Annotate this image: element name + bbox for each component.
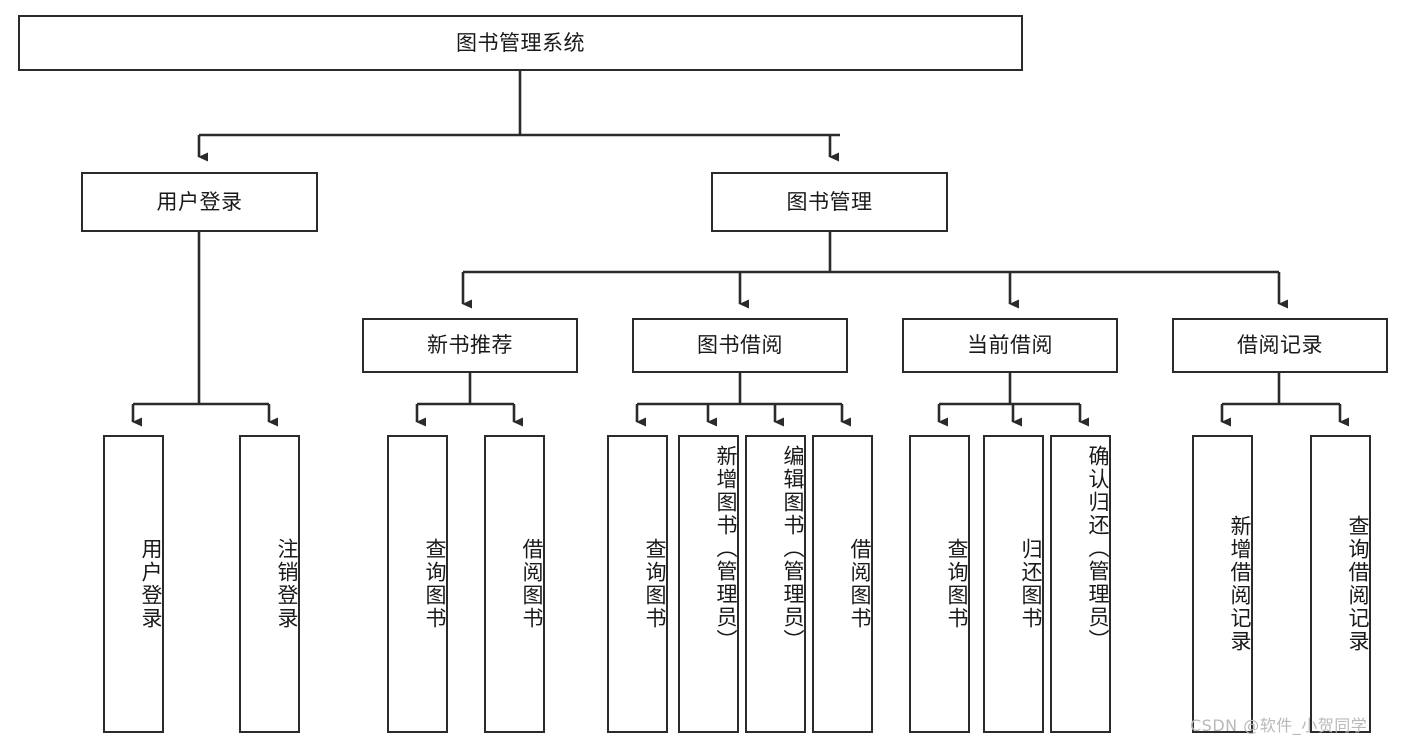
node-leaf-query-book-bb[interactable]: 查询图书 — [607, 435, 668, 733]
node-leaf-query-borrow-record-label: 查询借阅记录 — [1346, 515, 1370, 653]
node-new-book-recommend-label: 新书推荐 — [427, 333, 513, 358]
node-root[interactable]: 图书管理系统 — [18, 15, 1023, 71]
node-book-manage[interactable]: 图书管理 — [711, 172, 948, 232]
node-leaf-confirm-return-label: 确认归还（管理员） — [1086, 445, 1110, 652]
node-leaf-borrow-book-nbr-label: 借阅图书 — [520, 538, 544, 630]
node-leaf-query-borrow-record[interactable]: 查询借阅记录 — [1310, 435, 1371, 733]
node-leaf-edit-book[interactable]: 编辑图书（管理员） — [745, 435, 806, 733]
node-leaf-add-book-label: 新增图书（管理员） — [714, 445, 738, 652]
node-book-manage-label: 图书管理 — [786, 189, 873, 214]
node-user-login-label: 用户登录 — [156, 189, 243, 214]
node-leaf-return-book[interactable]: 归还图书 — [983, 435, 1044, 733]
node-leaf-borrow-book-nbr[interactable]: 借阅图书 — [484, 435, 545, 733]
csdn-watermark: CSDN @软件_小贺同学 — [1190, 716, 1368, 735]
node-leaf-add-borrow-record-label: 新增借阅记录 — [1228, 515, 1252, 653]
node-root-label: 图书管理系统 — [456, 30, 585, 55]
node-leaf-query-book-cb-label: 查询图书 — [945, 538, 969, 630]
node-user-login[interactable]: 用户登录 — [81, 172, 318, 232]
node-leaf-logout-label: 注销登录 — [275, 538, 299, 630]
node-current-borrow[interactable]: 当前借阅 — [902, 318, 1118, 373]
node-book-borrow-label: 图书借阅 — [697, 333, 783, 358]
node-leaf-confirm-return[interactable]: 确认归还（管理员） — [1050, 435, 1111, 733]
node-current-borrow-label: 当前借阅 — [967, 333, 1053, 358]
node-leaf-query-book-nbr-label: 查询图书 — [423, 538, 447, 630]
node-leaf-query-book-cb[interactable]: 查询图书 — [909, 435, 970, 733]
node-leaf-logout[interactable]: 注销登录 — [239, 435, 300, 733]
node-leaf-return-book-label: 归还图书 — [1019, 538, 1043, 630]
node-book-borrow[interactable]: 图书借阅 — [632, 318, 848, 373]
node-leaf-borrow-book-bb[interactable]: 借阅图书 — [812, 435, 873, 733]
node-leaf-user-login-label: 用户登录 — [139, 538, 163, 630]
node-borrow-record-label: 借阅记录 — [1237, 333, 1323, 358]
node-leaf-user-login[interactable]: 用户登录 — [103, 435, 164, 733]
node-new-book-recommend[interactable]: 新书推荐 — [362, 318, 578, 373]
node-leaf-query-book-bb-label: 查询图书 — [643, 538, 667, 630]
node-leaf-edit-book-label: 编辑图书（管理员） — [781, 445, 805, 652]
node-leaf-add-borrow-record[interactable]: 新增借阅记录 — [1192, 435, 1253, 733]
node-leaf-add-book[interactable]: 新增图书（管理员） — [678, 435, 739, 733]
node-borrow-record[interactable]: 借阅记录 — [1172, 318, 1388, 373]
node-leaf-borrow-book-bb-label: 借阅图书 — [848, 538, 872, 630]
node-leaf-query-book-nbr[interactable]: 查询图书 — [387, 435, 448, 733]
